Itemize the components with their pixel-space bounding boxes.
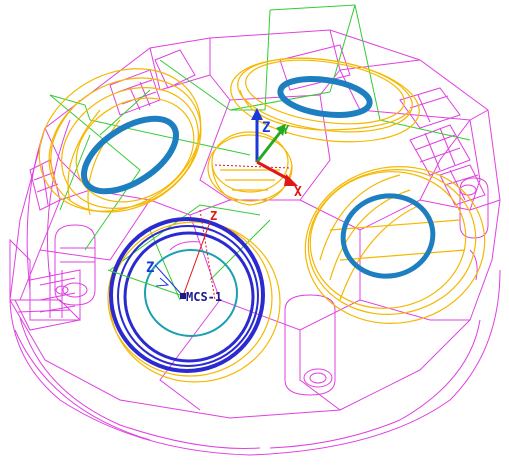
pocket-geometry: [38, 57, 486, 383]
triad-x-label: X: [294, 185, 302, 200]
mcs-label: MCS-1: [186, 290, 222, 304]
triad-y-arrow: [276, 124, 286, 136]
work-csys-triad[interactable]: Z Y X: [251, 108, 302, 200]
operation-rings: [80, 76, 436, 337]
mcs-z-axis-line: [182, 221, 211, 297]
triad-x-axis: [256, 160, 291, 182]
mcs-boundary-circles: [109, 217, 265, 373]
triad-z-label: Z: [262, 120, 270, 136]
boundary-dashed: [199, 164, 291, 301]
triad-z-arrow: [251, 108, 263, 120]
mcs-arrow-icon: [155, 277, 170, 287]
triad-y-label: Y: [282, 123, 290, 137]
mcs-axis-z-label: Z: [210, 209, 217, 223]
triad-x-arrow: [284, 174, 298, 186]
mcs-axis-x-label: Z: [146, 260, 154, 276]
mcs-y-axis-line: [107, 269, 184, 297]
mcs-x-axis-line: [154, 264, 184, 297]
mcs-1-csys[interactable]: Z Z MCS-1: [107, 209, 222, 304]
mcs-origin-marker: [180, 293, 186, 299]
base-body-wireframe: [9, 29, 501, 456]
triad-y-axis: [255, 129, 284, 163]
